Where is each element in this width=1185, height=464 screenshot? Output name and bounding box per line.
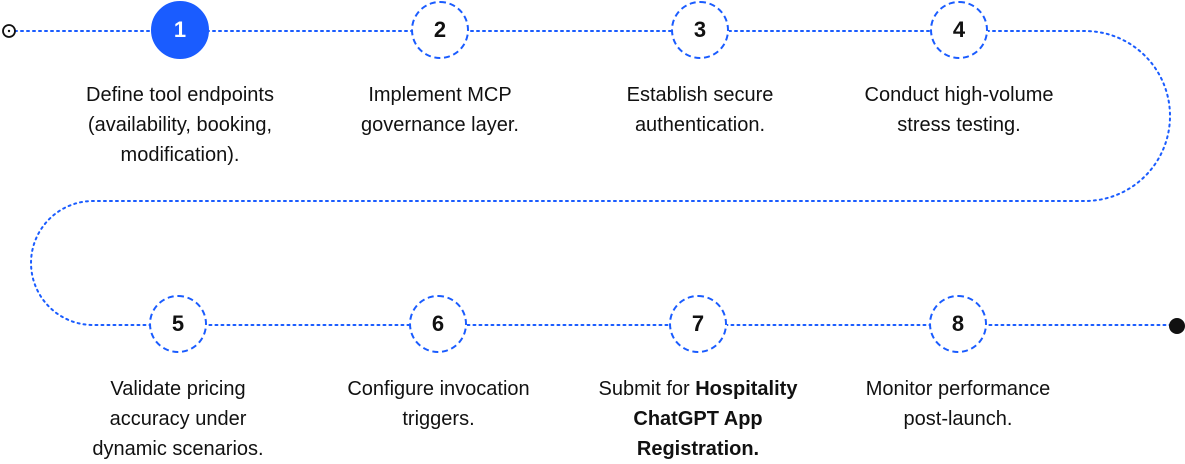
step-3-circle: 3	[671, 1, 729, 59]
step-7-bold-label: Hospitality ChatGPT App Registration.	[633, 378, 798, 460]
step-1-label: Define tool endpoints (availability, boo…	[86, 84, 274, 166]
step-2-label: Implement MCP governance layer.	[361, 84, 519, 136]
step-5-label: Validate pricing accuracy under dynamic …	[92, 378, 264, 460]
step-1-circle: 1	[151, 1, 209, 59]
step-5-text: Validate pricing accuracy under dynamic …	[73, 374, 283, 464]
step-2-text: Implement MCP governance layer.	[340, 80, 540, 140]
step-4-text: Conduct high-volume stress testing.	[844, 80, 1074, 140]
step-4-circle: 4	[930, 1, 988, 59]
step-7-label: Submit for	[598, 378, 696, 400]
step-7-text: Submit for Hospitality ChatGPT App Regis…	[580, 374, 816, 464]
step-6-label: Configure invocation triggers.	[347, 378, 530, 430]
step-1-text: Define tool endpoints (availability, boo…	[64, 80, 296, 170]
step-3-label: Establish secure authentication.	[626, 84, 774, 136]
step-8-label: Monitor performance post-launch.	[865, 378, 1051, 430]
step-8-text: Monitor performance post-launch.	[843, 374, 1073, 434]
dotted-path	[14, 30, 1171, 326]
step-8-circle: 8	[929, 295, 987, 353]
start-marker-dot	[7, 29, 11, 33]
step-4-label: Conduct high-volume stress testing.	[864, 84, 1054, 136]
step-5-circle: 5	[149, 295, 207, 353]
step-3-text: Establish secure authentication.	[600, 80, 800, 140]
step-7-circle: 7	[669, 295, 727, 353]
step-6-text: Configure invocation triggers.	[326, 374, 551, 434]
end-marker	[1169, 318, 1185, 334]
step-2-circle: 2	[411, 1, 469, 59]
step-6-circle: 6	[409, 295, 467, 353]
